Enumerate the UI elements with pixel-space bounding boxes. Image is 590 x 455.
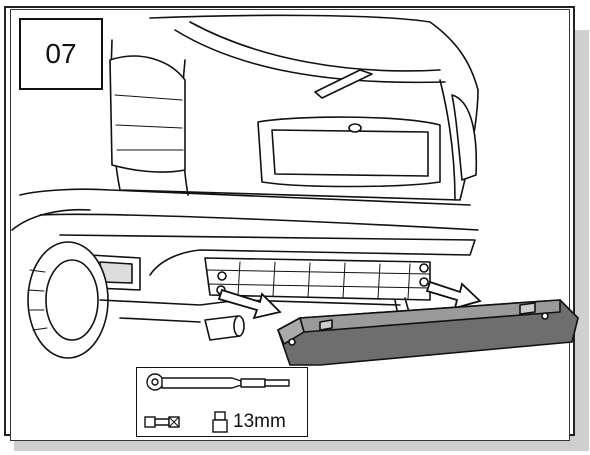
socket-icon xyxy=(212,411,228,433)
extension-bar-icon xyxy=(144,416,180,428)
ratchet-icon xyxy=(146,373,290,391)
removal-arrow-icon xyxy=(217,280,482,320)
tool-requirements-box: 13mm xyxy=(136,367,308,437)
socket-size-label: 13mm xyxy=(233,411,286,432)
tool-icons xyxy=(144,373,290,433)
rear-beam-illustration xyxy=(277,299,579,366)
step-number: 07 xyxy=(19,18,103,90)
frame-shadow-right xyxy=(575,30,589,450)
